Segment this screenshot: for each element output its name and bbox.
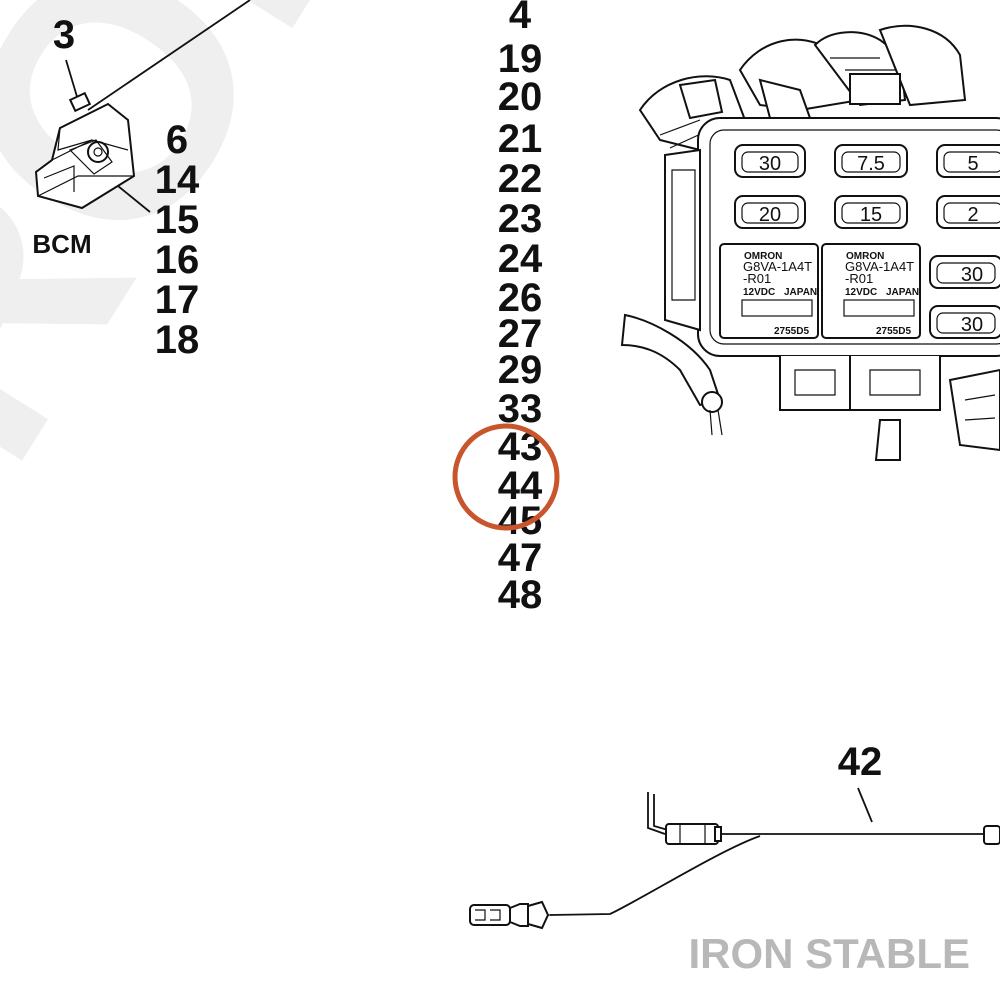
- callout-15: 15: [155, 198, 200, 242]
- fuse-slot-2[interactable]: 7.5: [834, 144, 908, 178]
- fuse-box[interactable]: 30 7.5 5 20 15 2: [620, 24, 1000, 461]
- fuse-rating-3: 5: [967, 153, 978, 175]
- harness-42[interactable]: [469, 792, 1000, 930]
- relay-2-origin: JAPAN: [886, 287, 919, 298]
- callout-22: 22: [498, 157, 543, 201]
- leader-15: [117, 185, 151, 213]
- leader-3: [65, 59, 79, 101]
- callout-29: 29: [498, 348, 543, 392]
- relay-2-model-line2: -R01: [845, 271, 873, 286]
- relay-2-model-line1: G8VA-1A4T: [845, 259, 914, 274]
- fuse-slot-6[interactable]: 2: [936, 195, 1000, 229]
- brand-mark: IRON STABLE: [688, 930, 970, 977]
- relay-2-brand: OMRON: [846, 251, 884, 262]
- fuse-slot-4[interactable]: 20: [734, 195, 806, 229]
- callout-43: 43: [498, 425, 543, 469]
- fuse-rating-6: 2: [967, 204, 978, 226]
- callout-6: 6: [166, 118, 188, 162]
- fuse-slot-5[interactable]: 15: [834, 195, 908, 229]
- center-callout-column: 4 19 20 21 22 23 24 26 27 29 33 43 44 45…: [498, 0, 543, 617]
- callout-48: 48: [498, 573, 543, 617]
- fuse-rating-1: 30: [759, 153, 781, 175]
- relay-1-model-line1: G8VA-1A4T: [743, 259, 812, 274]
- callout-14: 14: [155, 158, 200, 202]
- fuse-rating-2: 7.5: [857, 153, 885, 175]
- fuse-rating-5: 15: [860, 204, 882, 226]
- relay-1-voltage: 12VDC: [743, 287, 775, 298]
- callout-42: 42: [838, 740, 883, 784]
- relay-2-voltage: 12VDC: [845, 287, 877, 298]
- callout-44[interactable]: 44: [498, 464, 543, 508]
- fuse-slot-1[interactable]: 30: [734, 144, 806, 178]
- callout-23: 23: [498, 197, 543, 241]
- relay-1[interactable]: OMRON G8VA-1A4T -R01 12VDC JAPAN 2755D5: [719, 243, 819, 339]
- relay-1-origin: JAPAN: [784, 287, 817, 298]
- callout-3: 3: [53, 13, 75, 57]
- callout-18: 18: [155, 318, 200, 362]
- callout-27: 27: [498, 312, 543, 356]
- callout-19: 19: [498, 37, 543, 81]
- relay-2-code: 2755D5: [876, 326, 911, 337]
- callout-47: 47: [498, 536, 543, 580]
- fuse-rating-4: 20: [759, 204, 781, 226]
- fuse-rating-7: 30: [961, 264, 983, 286]
- callout-17: 17: [155, 278, 200, 322]
- callout-21: 21: [498, 117, 543, 161]
- callout-20: 20: [498, 75, 543, 119]
- bcm-label: BCM: [32, 229, 91, 259]
- callout-16: 16: [155, 238, 200, 282]
- relay-1-brand: OMRON: [744, 251, 782, 262]
- callout-4: 4: [509, 0, 532, 37]
- fuse-slot-3[interactable]: 5: [936, 144, 1000, 178]
- relay-2[interactable]: OMRON G8VA-1A4T -R01 12VDC JAPAN 2755D5: [821, 243, 921, 339]
- bcm-module[interactable]: [34, 0, 251, 213]
- fuse-slot-7[interactable]: 30: [929, 255, 1000, 289]
- fuse-rating-8: 30: [961, 314, 983, 336]
- callout-26: 26: [498, 276, 543, 320]
- relay-1-model-line2: -R01: [743, 271, 771, 286]
- highlight-circle-44: [452, 423, 560, 531]
- leader-42: [857, 787, 873, 823]
- leader-4-bcm: [87, 0, 251, 111]
- fuse-slot-8[interactable]: 30: [929, 305, 1000, 339]
- relay-1-code: 2755D5: [774, 326, 809, 337]
- callout-24: 24: [498, 237, 543, 281]
